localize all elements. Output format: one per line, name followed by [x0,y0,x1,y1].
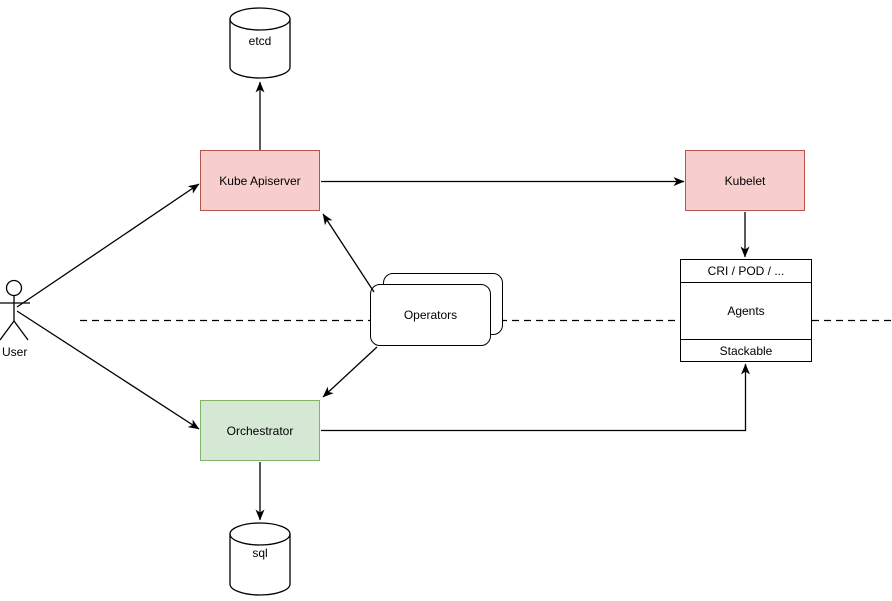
node-kubelet: Kubelet [685,150,805,211]
sql-cylinder-body [229,522,291,596]
sql-database-cylinder [229,522,291,596]
sql-cylinder-lip [229,533,291,546]
user-label: User [2,345,28,359]
node-kube-apiserver: Kube Apiserver [200,150,320,211]
actor-right-leg [13,320,29,341]
cri-pod-header-label: CRI / POD / ... [707,264,785,278]
actor-left-leg [0,320,15,341]
agents-label: Agents [727,304,765,318]
cri-pod-stackable-row: Stackable [681,339,811,361]
sql-label: sql [252,546,268,560]
etcd-cylinder-lip [229,18,291,31]
etcd-cylinder-body [229,7,291,79]
cri-pod-agents-row: Agents [681,283,811,339]
cri-pod-header-row: CRI / POD / ... [681,260,811,283]
actor-head [5,279,23,297]
kube-apiserver-label: Kube Apiserver [219,173,301,188]
etcd-label: etcd [248,34,272,48]
user-actor-icon [0,279,30,341]
operators-label: Operators [403,308,458,322]
node-orchestrator: Orchestrator [200,400,320,461]
etcd-database-cylinder [229,7,291,79]
stackable-label: Stackable [719,343,773,358]
node-cri-pod-box: CRI / POD / ... Agents Stackable [680,259,812,362]
kubelet-label: Kubelet [724,173,766,188]
orchestrator-label: Orchestrator [226,423,294,438]
node-operators: Operators [370,284,491,346]
